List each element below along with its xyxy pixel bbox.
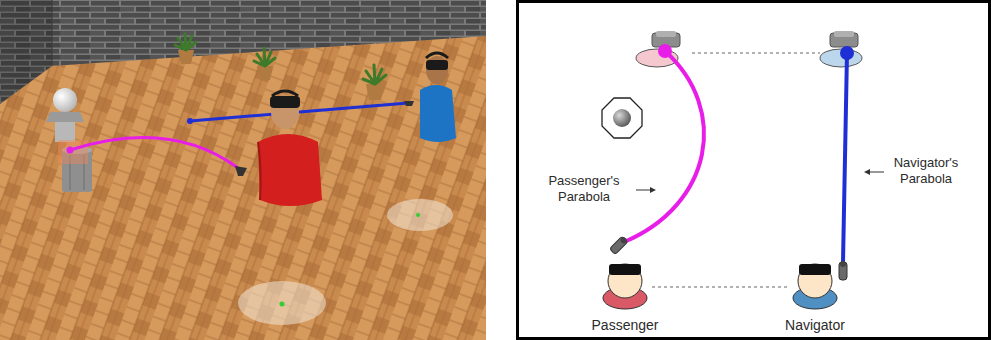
navigator-avatar bbox=[420, 53, 456, 142]
passenger-ray bbox=[67, 147, 74, 154]
leader-arrow bbox=[636, 169, 884, 193]
leader-arrow bbox=[650, 187, 656, 193]
passenger-parabola bbox=[624, 51, 704, 242]
passenger-figure bbox=[603, 264, 647, 309]
vr-scene bbox=[0, 0, 486, 340]
navigator-parabola bbox=[839, 46, 854, 280]
floor-marker bbox=[280, 302, 285, 307]
navigator-top-figure bbox=[834, 31, 854, 37]
passenger-ray bbox=[70, 138, 238, 168]
navigator-parabola bbox=[840, 261, 846, 267]
floor-marker bbox=[238, 281, 326, 325]
passenger-avatar bbox=[270, 96, 300, 108]
navigator-ray bbox=[187, 118, 193, 124]
navigator-ray bbox=[187, 101, 414, 124]
navigator-parabola bbox=[840, 46, 854, 60]
passenger-figure bbox=[608, 264, 642, 298]
plant bbox=[178, 50, 194, 64]
top-view-panel bbox=[518, 2, 990, 339]
label-text: Passenger's Parabola bbox=[541, 173, 627, 204]
pedestal bbox=[55, 122, 75, 142]
plant bbox=[366, 84, 384, 100]
obstacle-symbol bbox=[602, 98, 642, 138]
passenger-parabola bbox=[610, 44, 704, 254]
label-text: Navigator bbox=[760, 317, 870, 334]
passenger-ray bbox=[67, 138, 248, 176]
passenger-parabola bbox=[610, 235, 629, 254]
leader-arrow bbox=[864, 169, 870, 175]
pedestal bbox=[53, 88, 77, 112]
vr-scene bbox=[0, 0, 486, 340]
label-text: Passenger bbox=[570, 317, 680, 334]
plant bbox=[257, 66, 273, 80]
passenger-parabola bbox=[619, 236, 627, 244]
navigator-parabola bbox=[839, 261, 847, 280]
navigator-parabola bbox=[839, 262, 847, 280]
trash-bin bbox=[58, 140, 88, 164]
passenger-parabola bbox=[658, 44, 672, 58]
passenger-avatar bbox=[258, 134, 322, 206]
navigator-figure bbox=[798, 264, 832, 298]
top-view-panel bbox=[518, 2, 990, 339]
leader-arrow bbox=[636, 190, 652, 191]
navigator-avatar bbox=[420, 85, 456, 142]
passenger-ray bbox=[235, 166, 247, 176]
plant bbox=[254, 48, 275, 66]
navigator-ray bbox=[404, 101, 414, 106]
vr-scene bbox=[0, 0, 52, 104]
obstacle-symbol bbox=[613, 109, 631, 127]
leader-arrow bbox=[868, 172, 884, 173]
navigator-avatar bbox=[426, 53, 448, 58]
passenger-avatar bbox=[258, 142, 261, 200]
pairing-line bbox=[692, 52, 820, 53]
pedestal bbox=[46, 88, 84, 142]
passenger-avatar bbox=[258, 91, 322, 206]
floor-marker bbox=[416, 213, 420, 217]
label-text: Navigator's Parabola bbox=[883, 155, 969, 186]
navigator-figure bbox=[793, 264, 837, 309]
navigator-figure bbox=[799, 264, 831, 275]
floor-marker bbox=[238, 199, 453, 325]
passenger-top-figure bbox=[656, 31, 676, 37]
navigator-top-figure bbox=[820, 31, 862, 67]
pairing-line bbox=[652, 286, 790, 287]
vr-scene bbox=[52, 0, 486, 66]
plant bbox=[175, 34, 196, 50]
passenger-avatar bbox=[271, 95, 299, 129]
vr-scene bbox=[0, 0, 52, 104]
passenger-parabola bbox=[610, 236, 628, 254]
navigator-parabola bbox=[843, 53, 847, 262]
obstacle-symbol bbox=[602, 98, 642, 138]
vr-scene bbox=[52, 0, 53, 66]
plant bbox=[175, 34, 386, 100]
passenger-avatar bbox=[272, 91, 298, 96]
passenger-figure bbox=[609, 264, 641, 275]
navigator-avatar bbox=[426, 60, 448, 70]
pedestal bbox=[46, 112, 84, 122]
navigator-avatar bbox=[426, 56, 448, 84]
floor-marker bbox=[387, 199, 453, 231]
plant bbox=[363, 65, 386, 84]
